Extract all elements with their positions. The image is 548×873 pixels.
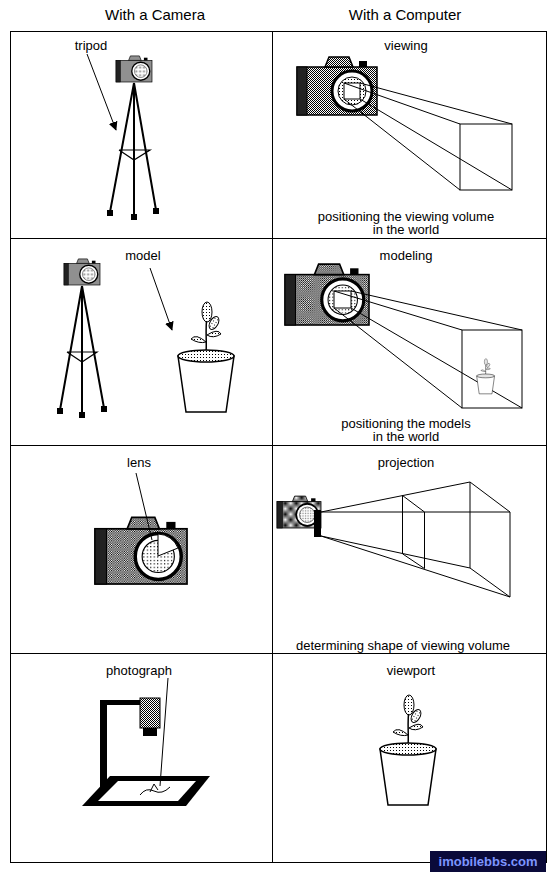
table-cell: lens <box>10 445 273 654</box>
cell-heading: lens <box>94 456 184 469</box>
frustum-far-face <box>462 330 522 408</box>
frustum-far-face <box>470 482 510 597</box>
tripod-brace <box>119 150 150 160</box>
leader-arrow <box>150 268 172 330</box>
photo-image <box>140 784 170 795</box>
camera <box>297 57 377 115</box>
camera <box>64 259 100 285</box>
table-cell: model <box>10 238 273 446</box>
table-cell: tripod <box>10 31 273 239</box>
frustum-near-plane <box>403 496 425 569</box>
leader-line <box>160 678 168 786</box>
cell-caption: determining shape of viewing volume <box>273 639 533 652</box>
enlarger-arm <box>100 700 142 705</box>
photo-paper <box>98 781 196 801</box>
table-cell: photograph <box>10 653 273 863</box>
camera <box>285 264 369 325</box>
lens-barrel <box>314 510 321 537</box>
plant <box>477 359 495 394</box>
plant <box>380 695 436 805</box>
leader-line <box>136 473 152 540</box>
cell-caption: positioning the viewing volume in the wo… <box>314 210 498 236</box>
plant <box>178 302 234 412</box>
frustum-edges <box>334 291 522 408</box>
table-cell: projection determining shape of viewing v… <box>272 445 547 654</box>
table-cell: modeling positioning the models in the wo… <box>272 238 547 446</box>
camera <box>116 56 152 82</box>
cell-caption: positioning the models in the world <box>338 417 475 443</box>
table-cell: viewport <box>272 653 547 863</box>
cell-heading: projection <box>346 456 466 469</box>
tripod-legs <box>110 83 156 216</box>
frustum-edges <box>344 83 512 190</box>
watermark: imobilebbs.com <box>430 851 546 872</box>
cell-heading: photograph <box>84 664 194 677</box>
cell-heading: viewport <box>351 664 471 677</box>
cell-heading: viewing <box>346 39 466 52</box>
cell-heading: model <box>98 249 188 262</box>
lens-wedge <box>158 534 178 556</box>
camera <box>95 517 187 584</box>
cell-heading: modeling <box>346 249 466 262</box>
tripod-legs <box>60 286 104 414</box>
tripod-feet <box>57 406 107 418</box>
cell-heading: tripod <box>46 39 136 52</box>
enlarger-head <box>140 698 160 728</box>
enlarger-lens <box>143 728 157 736</box>
frustum-far-face <box>460 124 512 190</box>
table-cell: viewing positioning the viewing volume in… <box>272 31 547 239</box>
enlarger-column <box>100 700 107 790</box>
column-header: With a Computer <box>305 6 505 23</box>
tripod-brace <box>67 352 97 362</box>
leader-arrow <box>87 54 116 130</box>
frustum-edges <box>321 482 510 597</box>
tripod-feet <box>107 208 159 220</box>
column-header: With a Camera <box>55 6 255 23</box>
